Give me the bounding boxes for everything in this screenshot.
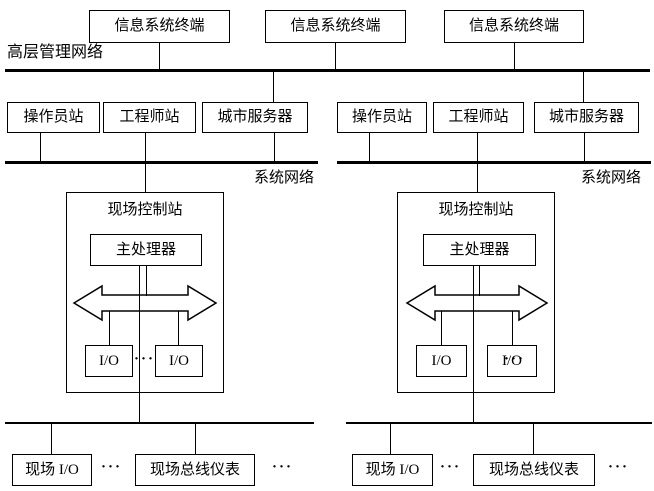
engineer-station-box: 工程师站 bbox=[433, 102, 524, 133]
connector-line bbox=[514, 43, 515, 70]
connector-line bbox=[583, 72, 584, 102]
main-processor-box: 主处理器 bbox=[90, 234, 202, 266]
connector-line bbox=[159, 43, 160, 70]
io-ellipsis: ··· bbox=[504, 351, 526, 367]
connector-line bbox=[109, 311, 110, 345]
field-control-station-title: 现场控制站 bbox=[438, 202, 514, 218]
connector-line bbox=[473, 296, 474, 422]
city-server-box: 城市服务器 bbox=[202, 102, 308, 133]
info-system-terminal-box: 信息系统终端 bbox=[89, 10, 230, 43]
connector-line bbox=[479, 266, 480, 296]
operator-station-box: 操作员站 bbox=[7, 102, 100, 133]
system-network-label: 系统网络 bbox=[254, 170, 315, 186]
connector-line bbox=[335, 43, 336, 70]
io-box: I/O bbox=[487, 345, 537, 377]
io-box: I/O bbox=[155, 345, 203, 377]
connector-line bbox=[274, 133, 275, 162]
connector-line bbox=[40, 133, 41, 162]
io-box: I/O bbox=[416, 345, 467, 377]
management-network-label: 高层管理网络 bbox=[7, 44, 104, 61]
field-io-box: 现场 I/O bbox=[352, 454, 433, 486]
engineer-station-box: 工程师站 bbox=[103, 102, 196, 133]
double-arrow-icon bbox=[405, 284, 549, 322]
connector-line bbox=[441, 311, 442, 345]
management-network-bus bbox=[5, 69, 650, 72]
main-processor-box: 主处理器 bbox=[423, 234, 536, 266]
city-server-box: 城市服务器 bbox=[534, 102, 639, 133]
connector-line bbox=[533, 423, 534, 455]
connector-line bbox=[51, 423, 52, 455]
system-network-label: 系统网络 bbox=[581, 170, 642, 186]
connector-line bbox=[139, 296, 140, 423]
fieldbus-instrument-box: 现场总线仪表 bbox=[135, 454, 255, 486]
operator-station-box: 操作员站 bbox=[337, 102, 427, 133]
io-box: I/O bbox=[85, 345, 133, 377]
connector-line bbox=[139, 266, 140, 296]
connector-line bbox=[369, 133, 370, 162]
fieldbus-instrument-box: 现场总线仪表 bbox=[473, 454, 595, 486]
connector-line bbox=[195, 423, 196, 455]
connector-line bbox=[473, 266, 474, 296]
connector-line bbox=[584, 133, 585, 162]
field-bus-right bbox=[346, 422, 652, 424]
info-system-terminal-box: 信息系统终端 bbox=[444, 10, 584, 43]
io-ellipsis: ··· bbox=[134, 351, 156, 367]
field-ellipsis: ··· bbox=[101, 459, 123, 475]
field-control-station-box bbox=[397, 192, 555, 393]
info-system-terminal-box: 信息系统终端 bbox=[265, 10, 406, 43]
connector-line bbox=[146, 266, 147, 296]
connector-line bbox=[273, 72, 274, 102]
field-ellipsis: ··· bbox=[608, 459, 630, 475]
double-arrow-icon bbox=[72, 284, 218, 322]
system-network-bus-right bbox=[337, 161, 651, 164]
connector-line bbox=[178, 311, 179, 345]
field-bus-left bbox=[5, 422, 314, 424]
field-control-station-title: 现场控制站 bbox=[107, 202, 183, 218]
system-network-bus-left bbox=[5, 161, 318, 164]
field-control-station-box bbox=[66, 192, 224, 393]
connector-line bbox=[512, 311, 513, 345]
field-ellipsis: ··· bbox=[440, 459, 462, 475]
field-io-box: 现场 I/O bbox=[12, 454, 92, 486]
connector-line bbox=[390, 423, 391, 455]
field-ellipsis: ··· bbox=[272, 459, 294, 475]
